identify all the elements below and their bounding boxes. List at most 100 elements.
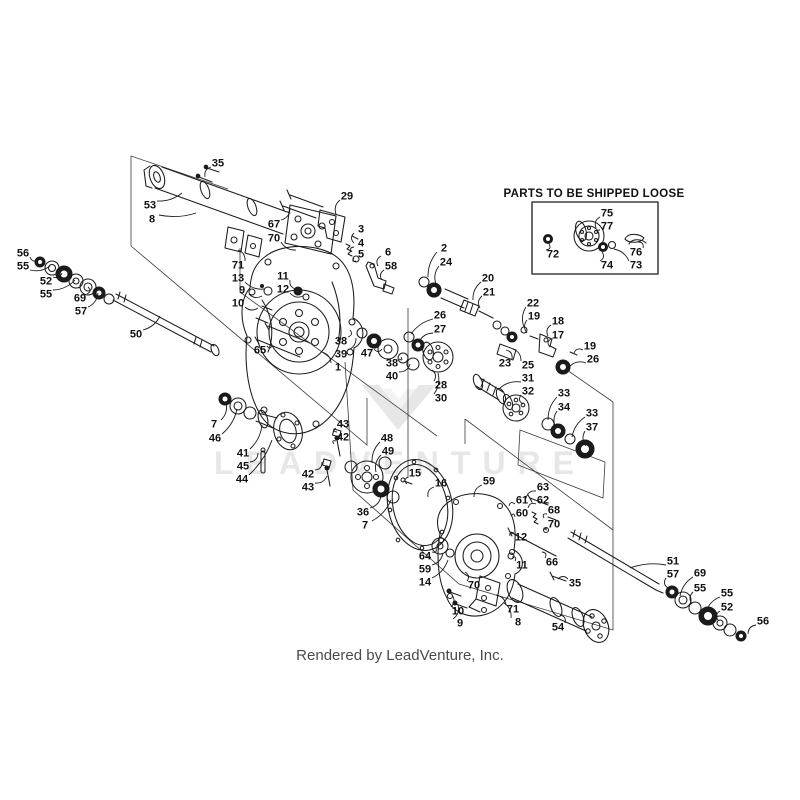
svg-text:70: 70 (548, 519, 560, 531)
part-callout-52: 52 (716, 602, 733, 621)
svg-text:57: 57 (75, 306, 87, 318)
svg-text:52: 52 (40, 276, 52, 288)
part-callout-21: 21 (477, 287, 495, 309)
svg-text:18: 18 (552, 316, 564, 328)
part-callout-12: 12 (277, 284, 304, 298)
part-callout-26: 26 (410, 310, 446, 335)
part-callout-53: 53 (144, 192, 183, 212)
svg-text:9: 9 (239, 285, 245, 297)
part-callout-12: 12 (509, 532, 527, 544)
part-callout-15: 15 (404, 468, 421, 485)
rear-axle-tube (506, 579, 610, 643)
svg-text:64: 64 (419, 551, 432, 563)
upper-bolts-and-bracket (279, 189, 395, 295)
front-axle-housing (143, 164, 337, 258)
svg-text:15: 15 (409, 468, 421, 480)
part-callout-42: 42 (332, 432, 349, 445)
svg-text:26: 26 (434, 310, 446, 322)
svg-text:47: 47 (361, 348, 373, 360)
svg-text:74: 74 (601, 260, 614, 272)
part-callout-69: 69 (679, 568, 706, 597)
part-callout-26: 26 (569, 354, 599, 367)
part-callout-9: 9 (239, 285, 263, 299)
svg-text:23: 23 (499, 358, 511, 370)
part-callout-68: 68 (542, 505, 560, 519)
leadventure-watermark-text: LEADVENTURE (214, 445, 586, 481)
part-callout-59: 59 (473, 476, 495, 498)
part-callout-20: 20 (472, 273, 494, 301)
svg-text:5: 5 (358, 249, 364, 261)
part-callout-13: 13 (232, 273, 265, 290)
part-callout-43: 43 (302, 475, 328, 494)
svg-text:60: 60 (516, 508, 528, 520)
part-callout-55: 55 (689, 583, 706, 605)
part-callout-38: 38 (335, 329, 352, 348)
svg-text:70: 70 (268, 233, 280, 245)
shipped-loose-box (531, 201, 659, 275)
svg-text:56: 56 (17, 248, 29, 260)
svg-text:53: 53 (144, 200, 156, 212)
svg-text:29: 29 (341, 191, 353, 203)
part-callout-40: 40 (386, 363, 411, 383)
part-callout-52: 52 (40, 272, 63, 288)
svg-text:40: 40 (386, 371, 398, 383)
part-callout-62: 62 (527, 495, 549, 509)
svg-text:73: 73 (630, 260, 642, 272)
svg-text:3: 3 (358, 224, 364, 236)
svg-text:57: 57 (667, 569, 679, 581)
part-callout-28: 28 (431, 369, 447, 392)
part-callout-46: 46 (209, 408, 238, 445)
part-callout-70: 70 (268, 233, 297, 251)
part-callout-57: 57 (664, 569, 679, 589)
part-callout-70: 70 (464, 571, 480, 592)
svg-text:52: 52 (721, 602, 733, 614)
svg-text:39: 39 (335, 349, 347, 361)
svg-text:65: 65 (254, 345, 266, 357)
svg-text:22: 22 (527, 298, 539, 310)
svg-text:10: 10 (232, 298, 244, 310)
svg-text:34: 34 (558, 402, 571, 414)
perspective-sheet-lines (130, 155, 614, 631)
svg-text:19: 19 (528, 311, 540, 323)
svg-text:12: 12 (515, 532, 527, 544)
part-callout-69: 69 (74, 286, 91, 305)
cluster-gear-train (472, 373, 595, 459)
part-callout-56: 56 (747, 616, 769, 635)
svg-text:77: 77 (601, 221, 613, 233)
part-callout-30: 30 (433, 372, 447, 405)
part-callout-57: 57 (75, 292, 99, 318)
svg-text:71: 71 (507, 604, 519, 616)
svg-text:7: 7 (362, 520, 368, 532)
part-callout-10: 10 (232, 298, 259, 311)
svg-text:59: 59 (483, 476, 495, 488)
svg-text:55: 55 (721, 588, 733, 600)
part-callout-63: 63 (525, 482, 549, 499)
svg-text:31: 31 (522, 373, 534, 385)
svg-text:4: 4 (358, 238, 365, 250)
svg-text:26: 26 (587, 354, 599, 366)
svg-text:27: 27 (434, 324, 446, 336)
svg-text:49: 49 (382, 446, 394, 458)
svg-text:11: 11 (277, 271, 289, 283)
part-callout-76: 76 (630, 241, 644, 259)
svg-text:37: 37 (586, 422, 598, 434)
part-callout-73: 73 (613, 248, 642, 272)
part-callout-7: 7 (362, 499, 392, 532)
part-callout-11: 11 (277, 271, 297, 290)
svg-text:9: 9 (457, 618, 463, 630)
part-callout-35: 35 (204, 158, 224, 178)
part-callout-36: 36 (357, 495, 382, 519)
part-callout-33: 33 (547, 388, 570, 421)
part-callout-19: 19 (573, 341, 596, 354)
part-callout-5: 5 (352, 249, 364, 262)
shipped-loose-title: PARTS TO BE SHIPPED LOOSE (504, 188, 685, 200)
svg-text:33: 33 (586, 408, 598, 420)
svg-text:63: 63 (537, 482, 549, 494)
part-callout-2: 2 (427, 243, 447, 278)
part-callout-22: 22 (521, 298, 539, 328)
part-callout-18: 18 (546, 316, 564, 337)
svg-text:51: 51 (667, 556, 679, 568)
svg-text:12: 12 (277, 284, 289, 296)
